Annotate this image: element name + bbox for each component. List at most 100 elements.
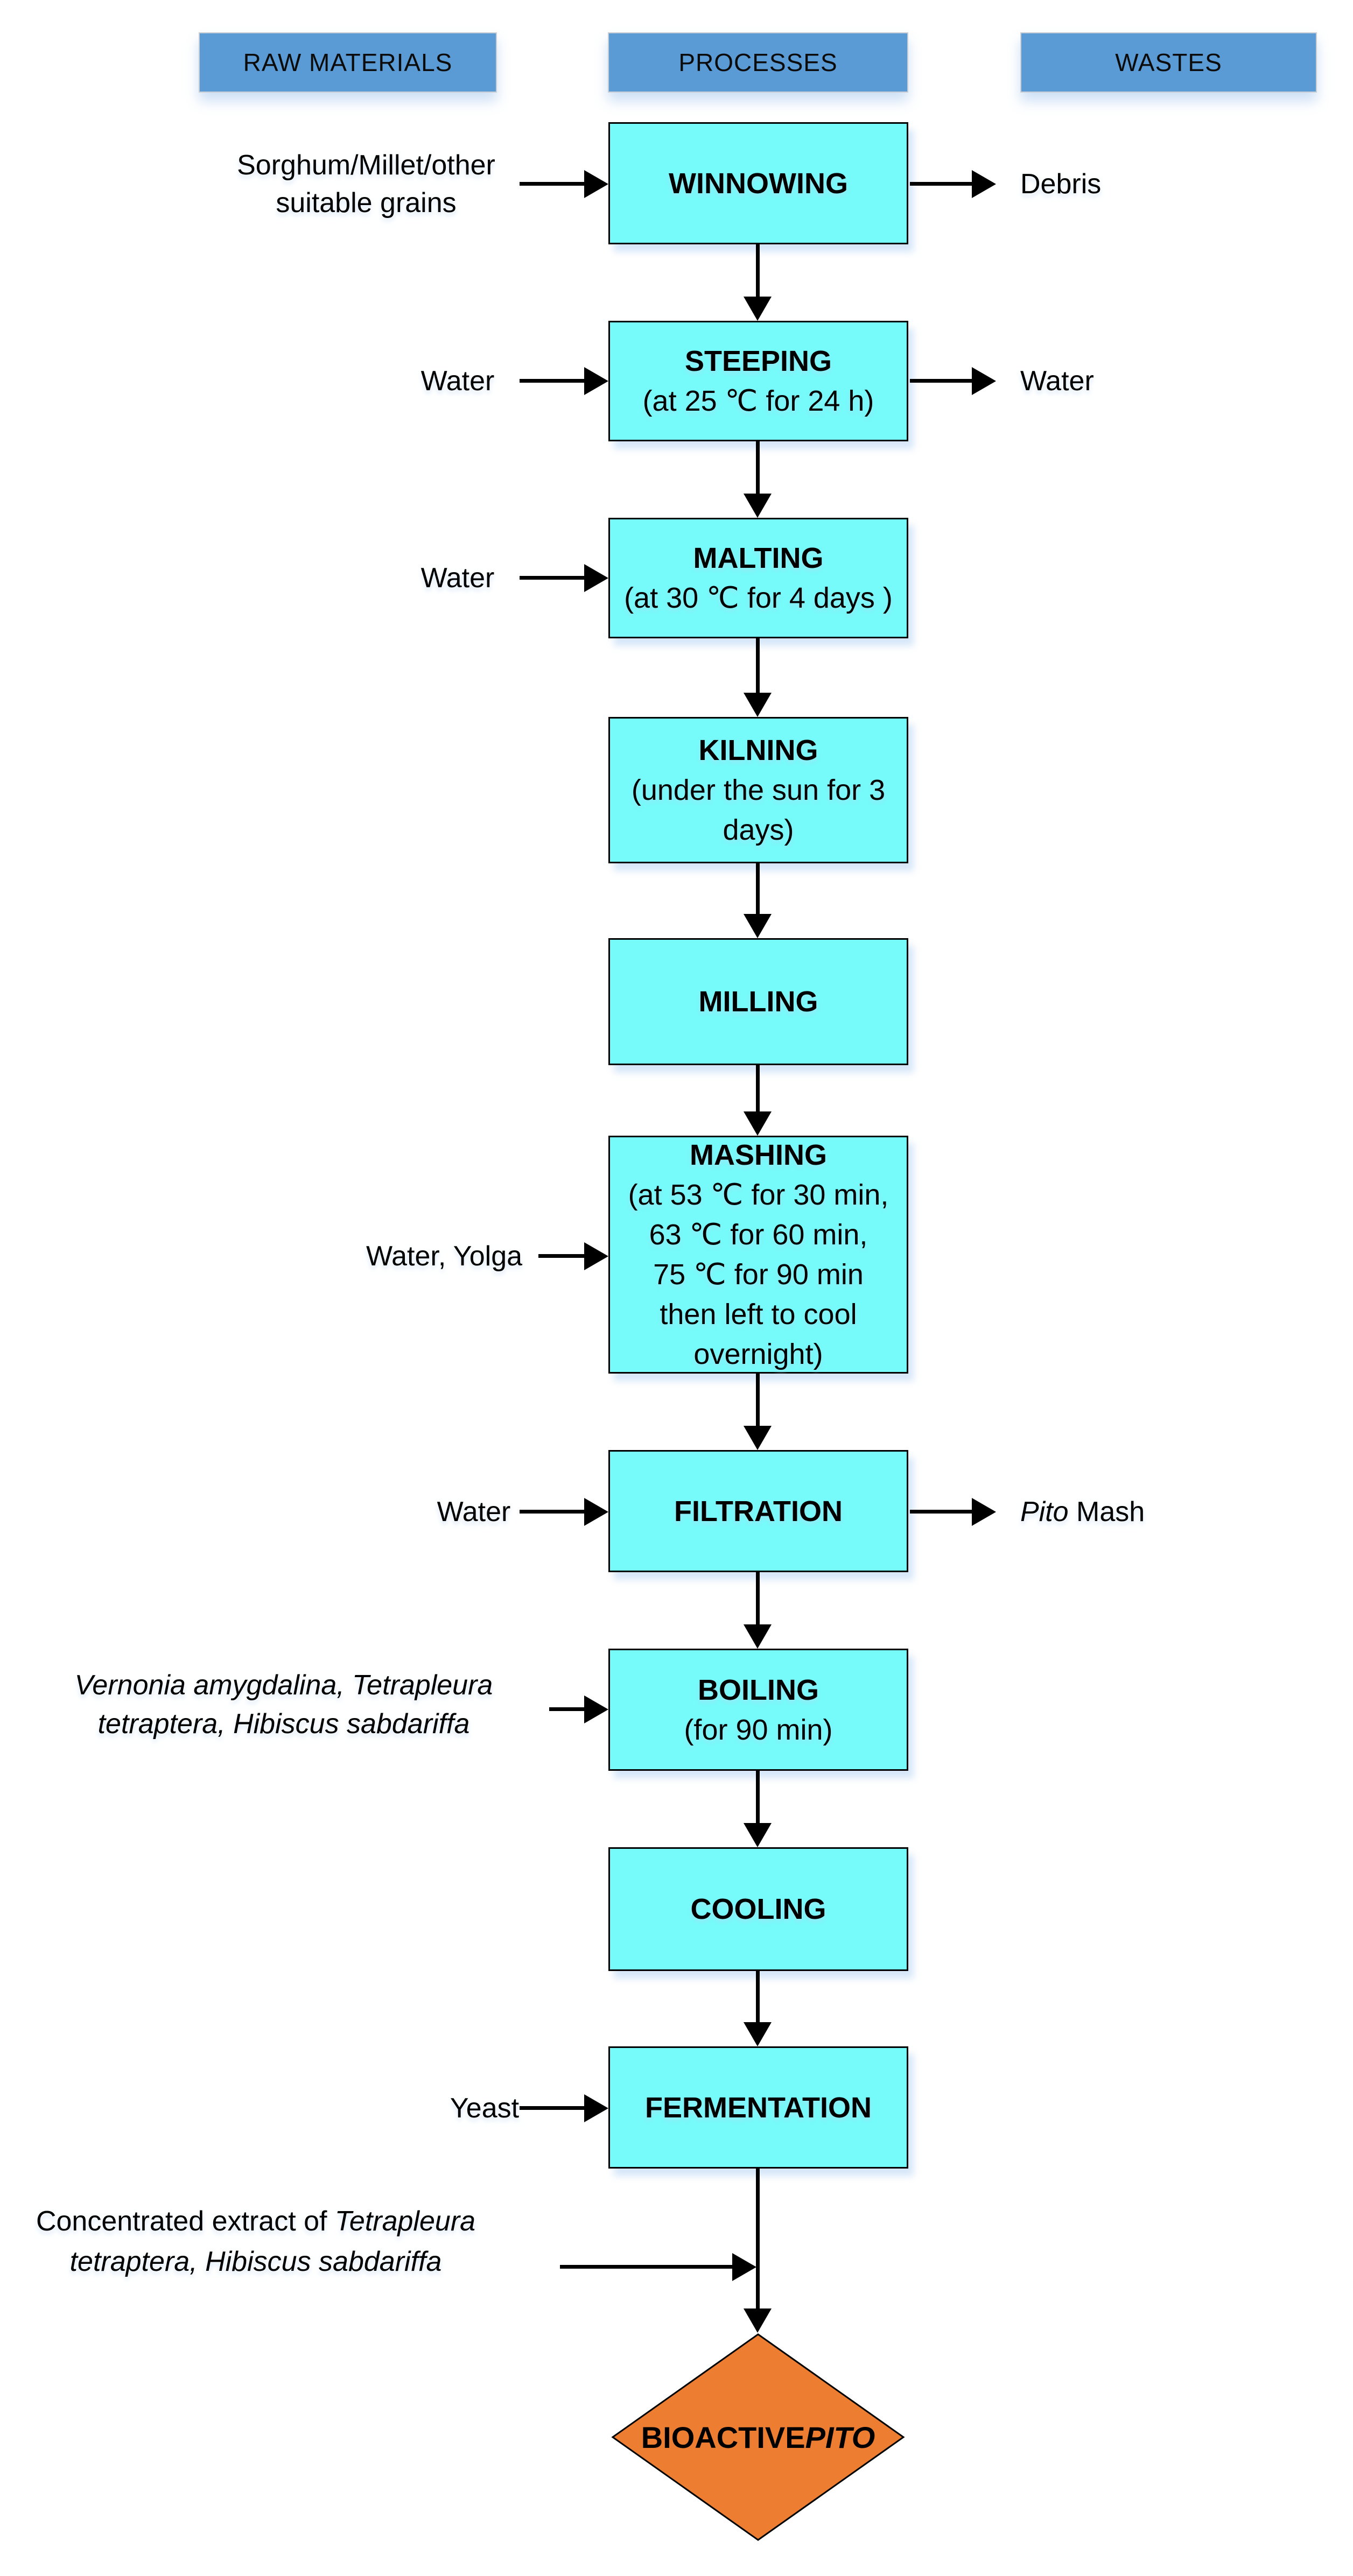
input-label-filtration: Water bbox=[437, 1496, 511, 1528]
arrow-shaft bbox=[756, 638, 760, 695]
final-product-italic: PITO bbox=[805, 2420, 875, 2454]
header-processes-label: PROCESSES bbox=[678, 48, 838, 76]
process-title: BOILING bbox=[698, 1673, 819, 1706]
input-label-malting: Water bbox=[420, 562, 495, 594]
process-detail: 75 ℃ for 90 min bbox=[653, 1258, 864, 1291]
arrow-head-icon bbox=[744, 1823, 772, 1847]
process-detail: 63 ℃ for 60 min, bbox=[649, 1219, 868, 1251]
process-box-kilning: KILNING (under the sun for 3 days) bbox=[608, 717, 908, 863]
arrow-head-icon bbox=[744, 297, 772, 321]
process-title: COOLING bbox=[690, 1893, 826, 1925]
process-detail: overnight) bbox=[693, 1338, 823, 1370]
arrow-head-icon bbox=[732, 2253, 756, 2281]
arrow-head-icon bbox=[584, 367, 608, 395]
arrow-shaft bbox=[756, 1971, 760, 2025]
arrow-shaft bbox=[756, 1065, 760, 1114]
process-detail: (under the sun for 3 bbox=[631, 774, 886, 806]
arrow-shaft bbox=[549, 1707, 587, 1711]
arrow-head-icon bbox=[584, 564, 608, 592]
diamond-shape-icon bbox=[611, 2333, 905, 2541]
input-label-winnowing: Sorghum/Millet/other suitable grains bbox=[205, 146, 528, 222]
arrow-shaft bbox=[756, 244, 760, 299]
process-box-winnowing: WINNOWING bbox=[608, 122, 908, 244]
arrow-head-icon bbox=[584, 170, 608, 198]
process-box-steeping: STEEPING (at 25 ℃ for 24 h) bbox=[608, 321, 908, 441]
arrow-shaft bbox=[910, 1510, 973, 1514]
arrow-shaft bbox=[520, 379, 587, 383]
arrow-shaft bbox=[520, 2106, 587, 2110]
process-title: MASHING bbox=[690, 1139, 827, 1171]
arrow-head-icon bbox=[744, 2308, 772, 2333]
input-label-line: Vernonia amygdalina, Tetrapleura bbox=[74, 1670, 493, 1701]
process-detail: (for 90 min) bbox=[684, 1713, 833, 1746]
process-detail: (at 25 ℃ for 24 h) bbox=[642, 385, 874, 417]
process-detail: days) bbox=[723, 814, 794, 846]
input-label-line: suitable grains bbox=[276, 187, 457, 219]
arrow-head-icon bbox=[584, 1498, 608, 1526]
process-box-fermentation: FERMENTATION bbox=[608, 2046, 908, 2169]
input-label-extract: Concentrated extract of Tetrapleura tetr… bbox=[11, 2201, 501, 2282]
arrow-shaft bbox=[520, 182, 587, 186]
arrow-head-icon bbox=[584, 1242, 608, 1270]
final-product-diamond: BIOACTIVE PITO bbox=[611, 2333, 905, 2542]
arrow-head-icon bbox=[744, 693, 772, 717]
arrow-head-icon bbox=[744, 1624, 772, 1649]
process-detail: then left to cool bbox=[660, 1298, 857, 1331]
arrow-shaft bbox=[756, 2169, 760, 2311]
arrow-shaft bbox=[756, 1771, 760, 1826]
input-label-steeping: Water bbox=[420, 365, 495, 397]
arrow-head-icon bbox=[744, 2022, 772, 2046]
process-box-mashing: MASHING (at 53 ℃ for 30 min, 63 ℃ for 60… bbox=[608, 1136, 908, 1374]
arrow-shaft bbox=[910, 182, 973, 186]
arrow-head-icon bbox=[744, 914, 772, 938]
arrow-shaft bbox=[520, 1510, 587, 1514]
arrow-head-icon bbox=[972, 170, 996, 198]
arrow-shaft bbox=[756, 863, 760, 917]
header-raw-materials-label: RAW MATERIALS bbox=[243, 48, 453, 76]
process-title: STEEPING bbox=[684, 345, 832, 377]
process-box-milling: MILLING bbox=[608, 938, 908, 1065]
arrow-head-icon bbox=[744, 1426, 772, 1450]
extract-regular: Concentrated extract of bbox=[36, 2206, 335, 2237]
header-wastes-label: WASTES bbox=[1115, 48, 1222, 76]
process-title: KILNING bbox=[698, 734, 818, 766]
process-title: FERMENTATION bbox=[645, 2091, 872, 2124]
arrow-shaft bbox=[910, 379, 973, 383]
process-box-cooling: COOLING bbox=[608, 1847, 908, 1971]
arrow-shaft bbox=[756, 441, 760, 496]
arrow-head-icon bbox=[972, 367, 996, 395]
arrow-shaft bbox=[756, 1572, 760, 1627]
process-detail: (at 53 ℃ for 30 min, bbox=[628, 1179, 889, 1211]
process-detail: (at 30 ℃ for 4 days ) bbox=[624, 582, 893, 614]
process-title: MILLING bbox=[698, 986, 818, 1018]
arrow-shaft bbox=[538, 1254, 587, 1258]
header-wastes: WASTES bbox=[1020, 32, 1317, 93]
input-label-line: Sorghum/Millet/other bbox=[237, 150, 495, 181]
process-title: MALTING bbox=[693, 542, 824, 574]
extract-italic: Tetrapleura bbox=[334, 2206, 476, 2237]
header-raw-materials: RAW MATERIALS bbox=[199, 32, 497, 93]
process-title: FILTRATION bbox=[674, 1495, 843, 1528]
output-rest: Mash bbox=[1068, 1496, 1145, 1528]
output-label-winnowing: Debris bbox=[1020, 168, 1102, 200]
arrow-shaft bbox=[520, 576, 587, 580]
process-box-filtration: FILTRATION bbox=[608, 1450, 908, 1572]
arrow-head-icon bbox=[972, 1498, 996, 1526]
process-box-malting: MALTING (at 30 ℃ for 4 days ) bbox=[608, 518, 908, 638]
input-label-line: tetraptera, Hibiscus sabdariffa bbox=[97, 1708, 470, 1740]
output-italic: Pito bbox=[1020, 1496, 1069, 1528]
arrow-shaft bbox=[756, 1374, 760, 1428]
arrow-head-icon bbox=[744, 1111, 772, 1136]
output-label-steeping: Water bbox=[1020, 365, 1094, 397]
header-processes: PROCESSES bbox=[608, 32, 908, 93]
final-product-label: BIOACTIVE PITO bbox=[611, 2333, 905, 2542]
arrow-head-icon bbox=[584, 2094, 608, 2122]
final-product-regular: BIOACTIVE bbox=[641, 2420, 805, 2454]
input-label-mashing: Water, Yolga bbox=[366, 1241, 523, 1272]
arrow-head-icon bbox=[744, 494, 772, 518]
input-label-fermentation: Yeast bbox=[450, 2093, 520, 2124]
process-box-boiling: BOILING (for 90 min) bbox=[608, 1649, 908, 1771]
arrow-shaft bbox=[560, 2265, 735, 2269]
process-title: WINNOWING bbox=[669, 167, 848, 200]
